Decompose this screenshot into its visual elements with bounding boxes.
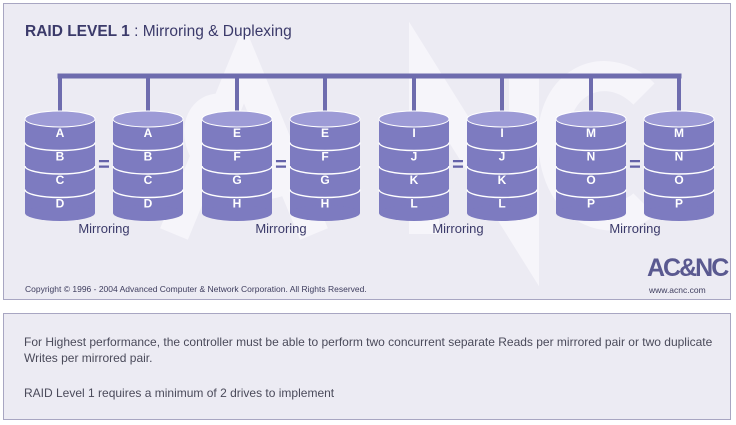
drive-1-base bbox=[25, 205, 95, 221]
drive-6-platter-divider bbox=[466, 189, 538, 199]
drive-3-base bbox=[202, 205, 272, 221]
drive-1-block-b: B bbox=[56, 149, 65, 163]
drive-6-block-j: J bbox=[499, 149, 506, 163]
drive-6-block-i: I bbox=[500, 126, 503, 140]
drive-2-block-b: B bbox=[144, 149, 153, 163]
drive-2-platter-divider bbox=[112, 165, 184, 175]
mirror-equals-4: = bbox=[629, 154, 641, 176]
drive-3-platter-divider bbox=[201, 142, 273, 152]
drive-1-top bbox=[24, 110, 96, 128]
drive-8-block-p: P bbox=[675, 196, 683, 210]
drive-6-platter-divider bbox=[466, 142, 538, 152]
drive-5-block-i: I bbox=[412, 126, 415, 140]
drive-5-platter-divider bbox=[378, 142, 450, 152]
mirror-equals-2: = bbox=[275, 154, 287, 176]
drive-3-top bbox=[201, 110, 273, 128]
drive-2-block-c: C bbox=[144, 173, 153, 187]
raid-diagram: ABCDABCD=MirroringEFGHEFGH=MirroringIJKL… bbox=[24, 73, 715, 236]
drive-3-block-g: G bbox=[232, 173, 241, 187]
drive-6-block-l: L bbox=[498, 196, 505, 210]
drive-1-platter-divider bbox=[24, 165, 96, 175]
raid-level-description: : Mirroring & Duplexing bbox=[129, 23, 292, 40]
drive-6-platter-divider bbox=[466, 165, 538, 175]
drive-2-block-d: D bbox=[144, 196, 153, 210]
drive-5-base bbox=[379, 205, 449, 221]
drive-4-base bbox=[290, 205, 360, 221]
drive-5-block-j: J bbox=[411, 149, 418, 163]
drive-1-block-c: C bbox=[56, 173, 65, 187]
drive-4-platter-divider bbox=[289, 165, 361, 175]
drive-8-block-n: N bbox=[675, 149, 684, 163]
drive-4-block-g: G bbox=[320, 173, 329, 187]
diagram-title: RAID LEVEL 1 : Mirroring & Duplexing bbox=[25, 23, 292, 41]
drive-5-platter-divider bbox=[378, 165, 450, 175]
mirroring-label-2: Mirroring bbox=[255, 221, 306, 236]
mirror-equals-1: = bbox=[98, 154, 110, 176]
mirroring-label-4: Mirroring bbox=[609, 221, 660, 236]
drive-5-platter-divider bbox=[378, 189, 450, 199]
drive-8-top bbox=[643, 110, 715, 128]
drive-8-platter-divider bbox=[643, 189, 715, 199]
drive-7-base bbox=[556, 205, 626, 221]
drive-3-platter-divider bbox=[201, 189, 273, 199]
drive-3-platter-divider bbox=[201, 165, 273, 175]
drive-7-block-o: O bbox=[586, 173, 595, 187]
drive-5-block-l: L bbox=[410, 196, 417, 210]
mirroring-label-1: Mirroring bbox=[78, 221, 129, 236]
drive-4-block-h: H bbox=[321, 196, 330, 210]
info-panel: For Highest performance, the controller … bbox=[3, 313, 731, 420]
copyright-notice: Copyright © 1996 - 2004 Advanced Compute… bbox=[25, 284, 367, 294]
raid-level-label: RAID LEVEL 1 bbox=[25, 23, 130, 40]
drive-3-block-f: F bbox=[233, 149, 240, 163]
drive-3-block-e: E bbox=[233, 126, 241, 140]
drive-8-platter-divider bbox=[643, 142, 715, 152]
drive-1-platter-divider bbox=[24, 142, 96, 152]
drive-7-block-p: P bbox=[587, 196, 595, 210]
drive-7-block-m: M bbox=[586, 126, 596, 140]
drive-8-platter-divider bbox=[643, 165, 715, 175]
drive-5-block-k: K bbox=[410, 173, 419, 187]
drive-6-block-k: K bbox=[498, 173, 507, 187]
drive-7-platter-divider bbox=[555, 189, 627, 199]
minimum-drives-note: RAID Level 1 requires a minimum of 2 dri… bbox=[24, 386, 335, 400]
drive-8-base bbox=[644, 205, 714, 221]
drive-2-base bbox=[113, 205, 183, 221]
drive-7-platter-divider bbox=[555, 142, 627, 152]
drive-8-block-o: O bbox=[674, 173, 683, 187]
acnc-logo: AC&NC bbox=[647, 254, 729, 282]
drive-2-platter-divider bbox=[112, 189, 184, 199]
drive-7-block-n: N bbox=[587, 149, 596, 163]
drive-7-top bbox=[555, 110, 627, 128]
drive-1-platter-divider bbox=[24, 189, 96, 199]
drive-4-block-f: F bbox=[321, 149, 328, 163]
drive-3-block-h: H bbox=[233, 196, 242, 210]
drive-4-platter-divider bbox=[289, 142, 361, 152]
performance-note: For Highest performance, the controller … bbox=[24, 335, 713, 365]
drive-4-top bbox=[289, 110, 361, 128]
drive-6-base bbox=[467, 205, 537, 221]
drive-2-block-a: A bbox=[144, 126, 153, 140]
drive-1-block-a: A bbox=[56, 126, 65, 140]
drive-4-block-e: E bbox=[321, 126, 329, 140]
drive-7-platter-divider bbox=[555, 165, 627, 175]
mirror-equals-3: = bbox=[452, 154, 464, 176]
mirroring-label-3: Mirroring bbox=[432, 221, 483, 236]
drive-2-platter-divider bbox=[112, 142, 184, 152]
drive-5-top bbox=[378, 110, 450, 128]
drive-8-block-m: M bbox=[674, 126, 684, 140]
drive-4-platter-divider bbox=[289, 189, 361, 199]
acnc-url: www.acnc.com bbox=[649, 285, 706, 295]
drive-6-top bbox=[466, 110, 538, 128]
drive-1-block-d: D bbox=[56, 196, 65, 210]
drive-2-top bbox=[112, 110, 184, 128]
